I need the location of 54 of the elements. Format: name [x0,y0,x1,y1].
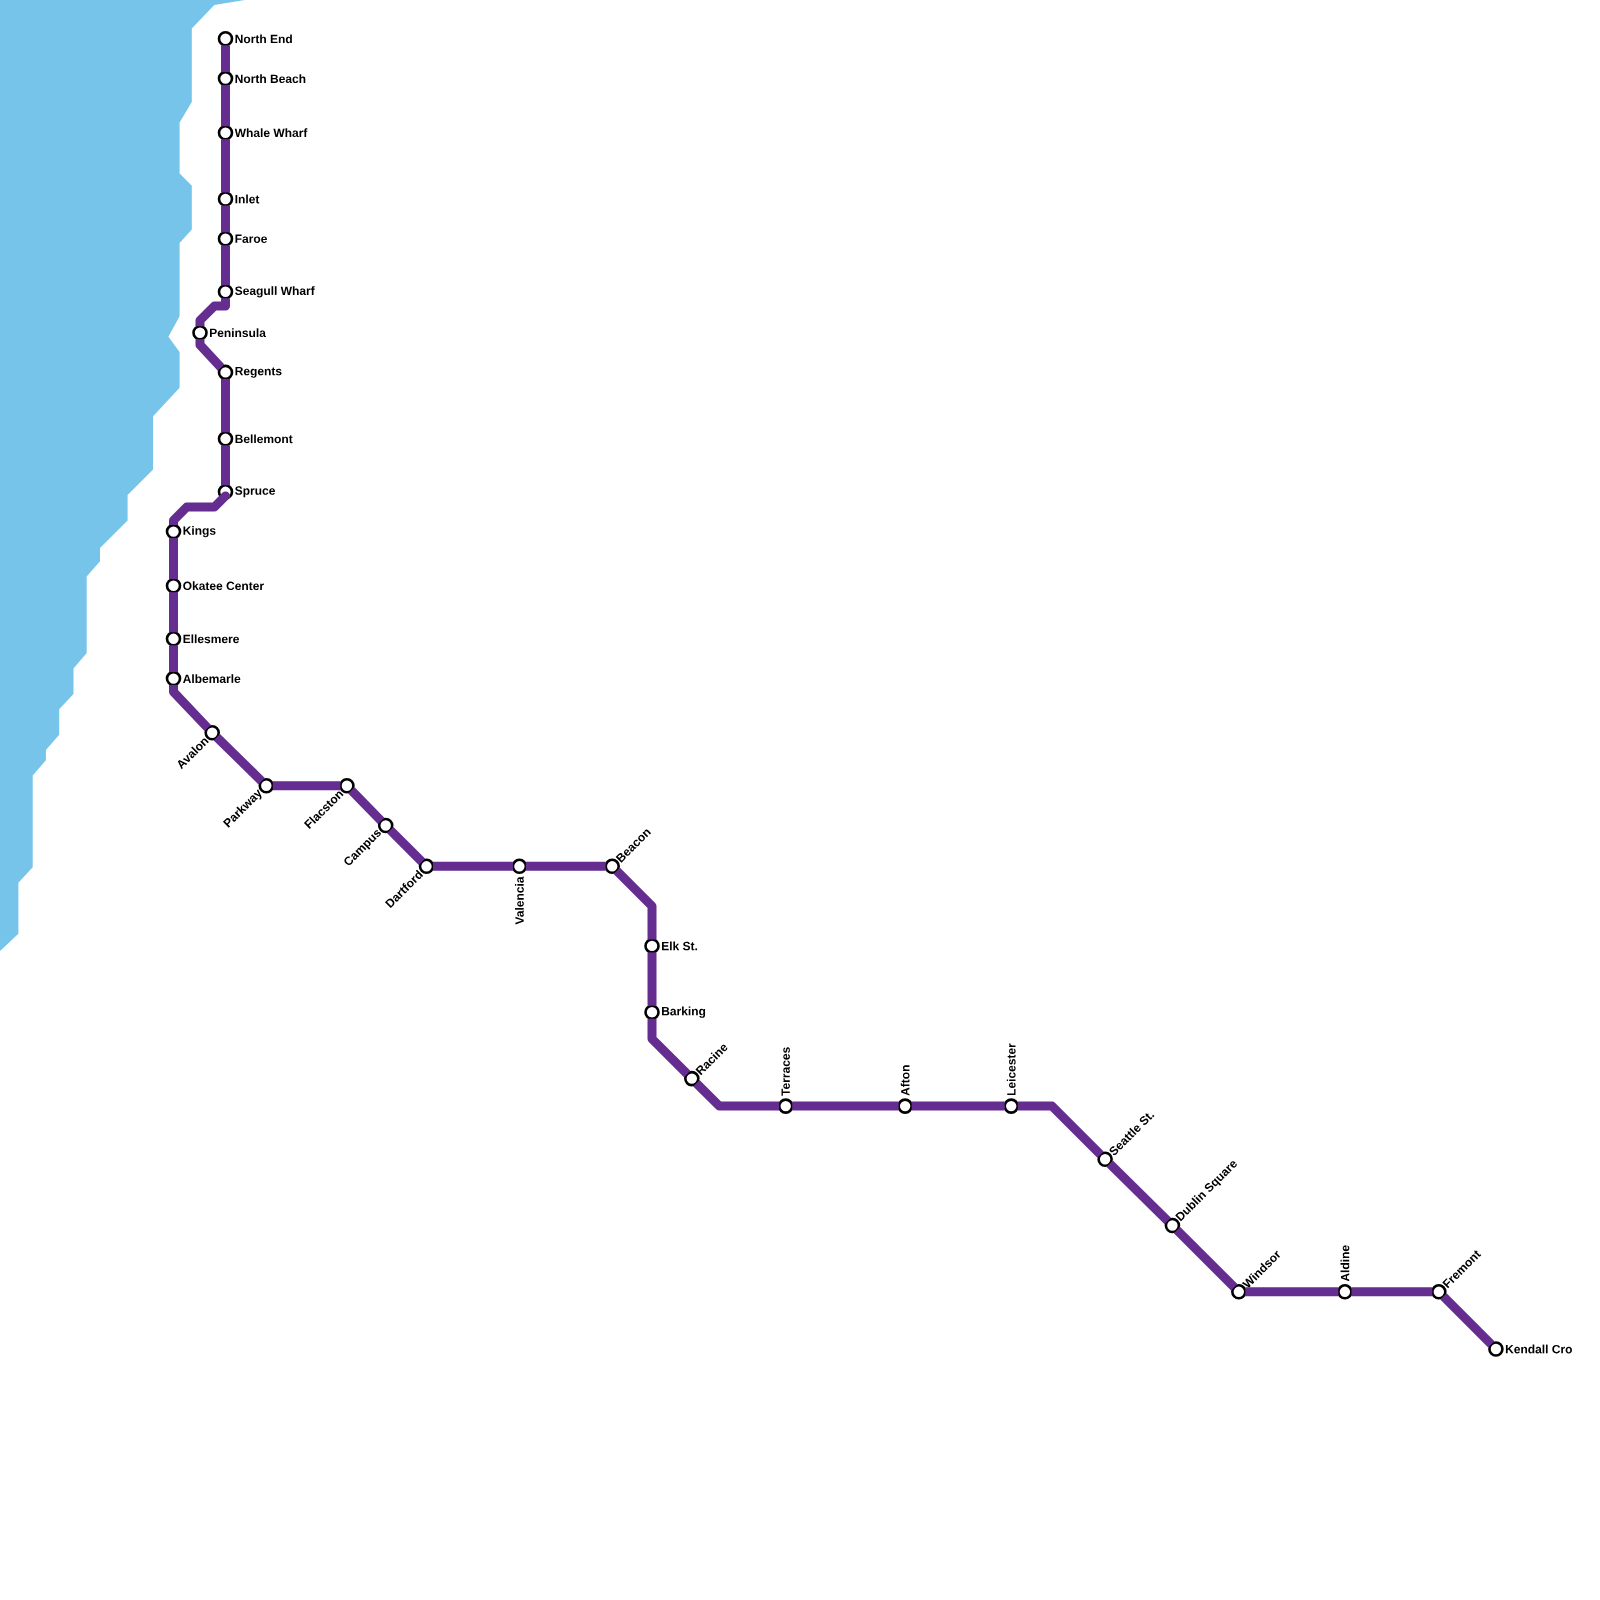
line-segment [911,1101,1005,1111]
line-segment [221,205,230,233]
station-label: Leicester [1006,1043,1016,1096]
station-label: North End [235,34,292,44]
line-segment [792,1101,899,1111]
line-segment [1351,1287,1433,1297]
station-label: North Beach [235,74,306,83]
line-segment [213,734,265,785]
line-segment [433,861,513,871]
line-segment [169,491,230,526]
line-segment [525,861,606,871]
line-segment [1017,1101,1104,1158]
line-segment [693,1080,780,1111]
line-segment [387,826,426,865]
station-label: Barking [662,1006,706,1018]
line-segment [221,85,230,127]
line-segment [221,139,230,193]
station-label: Kings [183,526,216,538]
station-label: Ellesmere [183,634,239,644]
line-segment [221,445,230,486]
line-segment [169,592,178,633]
line-segment [221,45,230,73]
line-segment [647,952,657,1006]
line-segment [1173,1226,1238,1291]
line-segment [221,378,230,433]
station-label: Peninsula [210,328,266,338]
station-label: Whale Wharf [234,128,308,138]
station-label: Seagull Wharf [235,286,315,298]
station-label: Kendall Cro [1505,1344,1572,1354]
line-segment [613,867,657,940]
line-segment [169,685,211,732]
station-label: Bellemont [235,434,293,444]
line-segment [1245,1287,1339,1297]
station-label: Aldine [1340,1245,1350,1282]
line-segment [169,645,178,673]
station-label: Albemarle [183,674,241,683]
line-segment [195,298,230,327]
station-label: Faroe [235,234,267,243]
station-label: Valencia [515,876,524,925]
line-segment [348,787,385,824]
line-segment [195,339,225,371]
station-label: Inlet [235,194,260,204]
station-label: Afton [900,1065,910,1096]
station-label: Spruce [235,486,275,498]
line-segment [647,1018,691,1078]
line-segment [272,781,341,791]
line-segment [221,245,230,286]
station-label: Terraces [781,1047,790,1096]
station-label: Regents [235,367,282,378]
line-segment [169,538,178,580]
line-segment [1106,1160,1171,1225]
line-segment [1440,1293,1495,1348]
station-label: Elk St. [662,941,698,951]
station-label: Okatee Center [183,581,264,591]
